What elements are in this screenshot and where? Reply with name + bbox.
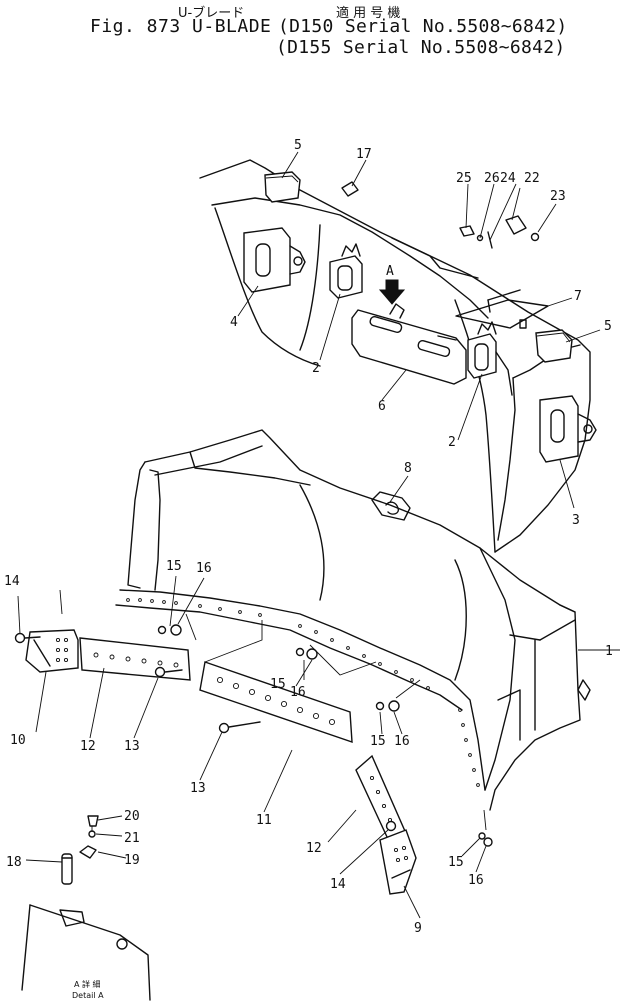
figure-title: Fig. 873 U-BLADE [90,16,272,37]
callout-16-c: 16 [394,734,410,749]
callout-numbers: 1 2 2 3 4 5 5 6 7 8 9 10 11 12 12 13 13 … [4,138,613,936]
callout-15-b: 15 [270,677,286,692]
detail-a-view: A 詳 細 Detail A [21,815,151,1001]
callout-15-d: 15 [448,855,464,870]
callout-2-left: 2 [312,361,320,376]
callout-14-right: 14 [330,877,346,892]
callout-5-right: 5 [604,319,612,334]
part-4-bracket [243,227,306,293]
part-2-hinge-left [329,243,363,299]
callout-15-a: 15 [166,559,182,574]
callout-23: 23 [550,189,566,204]
japanese-title: U-ブレード [178,6,245,21]
edge-bolt-holes [126,598,480,787]
blade-front-view [115,429,591,811]
part-5-block-left [264,171,301,203]
leader-lines [17,151,620,919]
callout-11: 11 [256,813,272,828]
part-6-slotted-plate [351,303,467,385]
assembly-guide-lines [59,589,487,831]
callout-10: 10 [10,733,26,748]
detail-a-label-en: Detail A [72,991,104,1000]
figure-header: U-ブレード 適 用 号 機 Fig. 873 U-BLADE (D150 Se… [0,0,630,60]
callout-8: 8 [404,461,412,476]
callout-25: 25 [456,171,472,186]
callout-13-left: 13 [124,739,140,754]
callout-12-right: 12 [306,841,322,856]
callout-16-d: 16 [468,873,484,888]
callout-2-right: 2 [448,435,456,450]
callout-26: 26 [484,171,500,186]
hardware-pins-upper [341,181,540,249]
part-12-cutting-edge-left [79,637,191,681]
callout-14-left: 14 [4,574,20,589]
callout-4: 4 [230,315,238,330]
part-10-end-bit-left [25,629,79,673]
callout-9: 9 [414,921,422,936]
callout-12-left: 12 [80,739,96,754]
callout-1: 1 [605,644,613,659]
callout-22: 22 [524,171,540,186]
japanese-applicability: 適 用 号 機 [336,6,401,21]
arrow-a: A [378,264,406,305]
callout-13-center: 13 [190,781,206,796]
callout-5-left: 5 [294,138,302,153]
callout-20: 20 [124,809,140,824]
serial-range-d155: (D155 Serial No.5508~6842) [276,37,566,58]
callout-6: 6 [378,399,386,414]
arrow-a-label: A [386,264,394,279]
callout-15-c: 15 [370,734,386,749]
part-9-end-bit-right [379,829,417,895]
callout-17: 17 [356,147,372,162]
serial-range-d150: (D150 Serial No.5508~6842) [278,16,568,37]
callout-3: 3 [572,513,580,528]
detail-a-label-jp: A 詳 細 [74,979,101,989]
part-2-hinge-right [467,321,513,396]
part-3-bracket [539,395,597,463]
part-11-cutting-edge-center [199,661,353,744]
callout-16-b: 16 [290,685,306,700]
callout-16-a: 16 [196,561,212,576]
washers-and-nuts [157,624,493,847]
callout-19: 19 [124,853,140,868]
callout-24: 24 [500,171,516,186]
callout-21: 21 [124,831,140,846]
part-7-bracket [455,299,549,329]
callout-18: 18 [6,855,22,870]
part-5-block-right [535,329,573,363]
callout-7: 7 [574,289,582,304]
